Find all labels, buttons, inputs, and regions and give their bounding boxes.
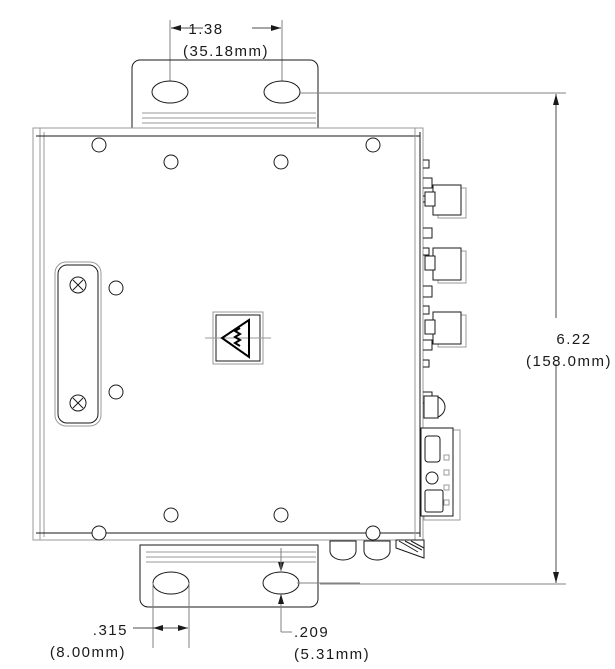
left-cover-plate <box>54 261 124 427</box>
connector-3-body <box>432 311 462 345</box>
hole-diameter-metric-text: (5.31mm) <box>294 646 370 663</box>
slot-width-imperial-text: .315 <box>93 622 128 639</box>
lower-block-round-port <box>425 471 439 485</box>
hole-top-right-inner <box>273 154 289 170</box>
arrowhead-top <box>553 94 559 105</box>
high-voltage-warning-label <box>205 311 271 365</box>
panel-mounting-holes <box>91 137 381 541</box>
lower-block-pin-3 <box>443 484 450 491</box>
top-width-metric-text: (35.18mm) <box>183 43 269 60</box>
cover-plate-inner <box>57 264 99 424</box>
screw-slot-top-b <box>72 279 84 291</box>
slot-width-dimension <box>133 583 190 648</box>
connector-block-2 <box>424 247 467 284</box>
hole-bottom-right-inner <box>273 507 289 523</box>
right-side-connectors <box>423 159 467 419</box>
bottom-cable-glands <box>329 539 425 561</box>
connector-block-1 <box>424 184 467 219</box>
cover-plate-screw-bottom <box>69 394 87 412</box>
connector-3-neck <box>424 319 436 335</box>
slot-width-metric-text: (8.00mm) <box>50 644 126 661</box>
wedge-hatch-3 <box>410 540 425 549</box>
top-mounting-bracket <box>131 59 319 131</box>
connector-block-3 <box>424 311 467 348</box>
cover-plate-screw-top <box>69 276 87 294</box>
lower-block-pin-4 <box>443 499 450 506</box>
bottom-bracket-slot-right <box>262 571 300 595</box>
cover-plate-hole-bottom <box>108 384 124 400</box>
lower-block-pin-1 <box>443 454 450 461</box>
round-cable-gland <box>423 395 446 419</box>
hatched-wedge <box>395 539 425 559</box>
screw-slot-bottom-b <box>72 397 84 409</box>
slot-arrowhead-right <box>178 625 188 631</box>
bottom-bracket-slot-left <box>152 571 190 595</box>
lower-connector-block <box>420 427 461 521</box>
wedge-outline <box>395 539 425 559</box>
bottom-bracket-outline <box>139 544 319 608</box>
hole-top-right-corner <box>365 137 381 153</box>
overall-height-dimension <box>300 92 566 585</box>
hole-bottom-right-corner <box>365 525 381 541</box>
arrowhead-bottom <box>553 572 559 583</box>
cover-plate-hole-top <box>108 280 124 296</box>
connector-1-body <box>432 184 462 216</box>
connector-1-neck <box>424 191 436 207</box>
top-width-imperial-text: 1.38 <box>188 21 223 38</box>
gland-barrel <box>423 395 439 419</box>
cable-gland-left <box>329 540 357 561</box>
wedge-hatch-1 <box>398 540 419 553</box>
cover-plate-outer <box>54 261 102 427</box>
lightning-bolt-icon <box>233 327 242 347</box>
wedge-hatch-2 <box>404 540 423 551</box>
bracket-slot-right <box>263 80 301 104</box>
overall-height-imperial-text: 6.22 <box>556 331 591 348</box>
lower-block-port-top <box>424 435 441 463</box>
lower-block-port-bottom <box>424 489 444 513</box>
bracket-slot-left <box>151 80 189 104</box>
top-width-dimension <box>169 20 283 86</box>
connector-2-neck <box>424 255 436 271</box>
lower-block-pin-2 <box>443 469 450 476</box>
warning-triangle-icon <box>220 318 250 359</box>
overall-height-metric-text: (158.0mm) <box>526 353 612 370</box>
hole-diameter-imperial-text: .209 <box>294 624 329 641</box>
arrowhead-left <box>171 25 181 31</box>
hole-top-left-inner <box>163 154 179 170</box>
arrowhead-right <box>271 25 281 31</box>
hole-top-left-corner <box>91 137 107 153</box>
hole-bottom-left-corner <box>91 525 107 541</box>
bottom-mounting-bracket <box>139 544 319 608</box>
hole-bottom-left-inner <box>163 507 179 523</box>
hole-diameter-leader <box>278 548 360 633</box>
hole-arrowhead-bottom <box>278 594 284 604</box>
slot-arrowhead-left <box>153 625 163 631</box>
gland-cap <box>437 396 446 418</box>
cable-gland-right <box>363 540 391 561</box>
connector-2-body <box>432 247 462 281</box>
